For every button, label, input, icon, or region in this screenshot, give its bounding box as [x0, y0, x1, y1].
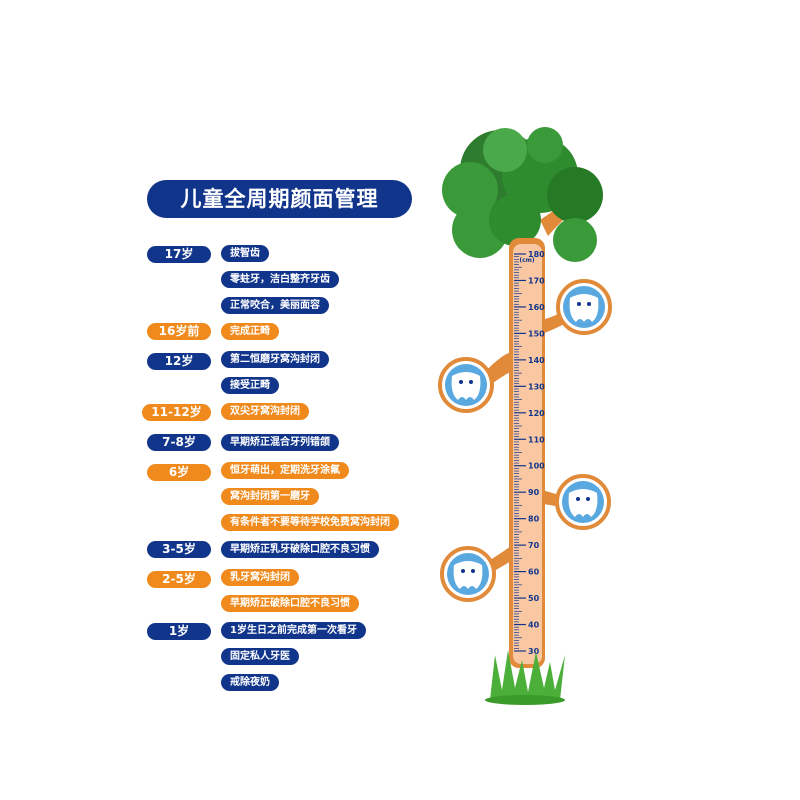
age-badge-16: 16岁前 — [147, 323, 211, 340]
ruler-label: 30 — [528, 647, 540, 656]
milestone-item: 早期矫正破除口腔不良习惯 — [221, 595, 359, 612]
tree-canopy — [442, 127, 603, 262]
milestone-item: 有条件者不要等待学校免费窝沟封闭 — [221, 514, 399, 531]
height-ruler — [513, 244, 542, 664]
milestone-item: 窝沟封闭第一磨牙 — [221, 488, 319, 505]
age-badge-7-8: 7-8岁 — [147, 434, 211, 451]
tooth-mascot-icon — [555, 474, 611, 530]
ruler-ticks: 180 170 160 150 140 130 120 110 100 90 80 70 60 50 40 3… — [514, 250, 545, 656]
ruler-label: 180 — [528, 250, 545, 259]
ruler-label: 80 — [528, 515, 540, 524]
ruler-label: 60 — [528, 568, 540, 577]
ruler-label: 90 — [528, 488, 540, 497]
milestone-item: 第二恒磨牙窝沟封闭 — [221, 351, 329, 368]
age-badge-6: 6岁 — [147, 464, 211, 481]
milestone-item: 接受正畸 — [221, 377, 279, 394]
ruler-label: 150 — [528, 329, 545, 338]
age-badge-12: 12岁 — [147, 353, 211, 370]
milestone-item: 戒除夜奶 — [221, 674, 279, 691]
age-badge-11-12: 11-12岁 — [142, 404, 211, 421]
ruler-label: 170 — [528, 276, 545, 285]
milestone-item: 拔智齿 — [221, 245, 269, 262]
ruler-unit: (cm) — [519, 257, 535, 264]
ruler-label: 120 — [528, 409, 545, 418]
ruler-label: 50 — [528, 594, 540, 603]
ruler-label: 160 — [528, 303, 545, 312]
ruler-label: 40 — [528, 621, 540, 630]
milestone-item: 双尖牙窝沟封闭 — [221, 403, 309, 420]
ruler-label: 100 — [528, 462, 545, 471]
milestone-item: 完成正畸 — [221, 323, 279, 340]
milestone-item: 早期矫正混合牙列错颌 — [221, 434, 339, 451]
tooth-mascot-icon — [438, 357, 494, 413]
tooth-mascot-icon — [440, 546, 496, 602]
milestone-item: 正常咬合，美丽面容 — [221, 297, 329, 314]
page-title: 儿童全周期颜面管理 — [147, 180, 412, 218]
milestone-item: 恒牙萌出，定期洗牙涂氟 — [221, 462, 349, 479]
grass-icon — [485, 650, 565, 705]
ruler-label: 70 — [528, 541, 540, 550]
milestone-item: 零蛀牙，洁白整齐牙齿 — [221, 271, 339, 288]
milestone-item: 早期矫正乳牙破除口腔不良习惯 — [221, 541, 379, 558]
milestone-item: 固定私人牙医 — [221, 648, 299, 665]
ruler-label: 110 — [528, 435, 545, 444]
age-badge-17: 17岁 — [147, 246, 211, 263]
milestone-item: 1岁生日之前完成第一次看牙 — [221, 622, 366, 639]
age-badge-1: 1岁 — [147, 623, 211, 640]
milestone-item: 乳牙窝沟封闭 — [221, 569, 299, 586]
ruler-label: 140 — [528, 356, 545, 365]
age-badge-3-5: 3-5岁 — [147, 541, 211, 558]
ruler-label: 130 — [528, 382, 545, 391]
age-badge-2-5: 2-5岁 — [147, 571, 211, 588]
tooth-mascot-icon — [556, 279, 612, 335]
